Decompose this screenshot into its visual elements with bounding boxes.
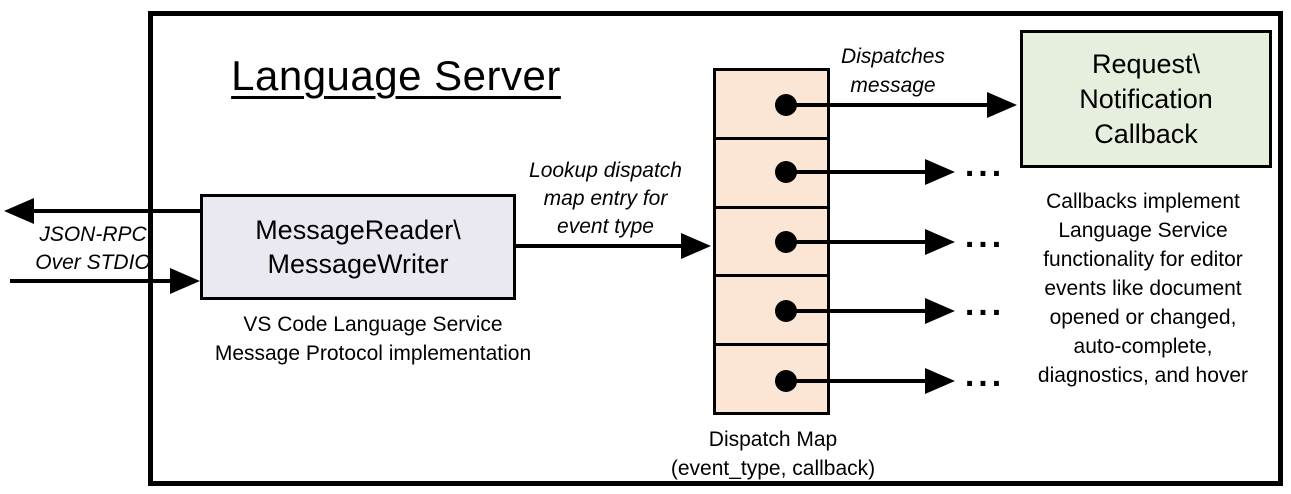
callback-box-line1: Request\ <box>1091 48 1201 79</box>
stdio-label-line1: JSON-RPC <box>39 223 147 246</box>
ellipsis-row3: ... <box>964 217 1006 255</box>
message-caption-line2: Message Protocol implementation <box>214 342 532 365</box>
diagram-title: Language Server <box>231 52 561 99</box>
callbacks-note-line1: Callbacks implement <box>1046 190 1240 213</box>
ellipsis-row2: ... <box>964 146 1006 184</box>
dispatch-map-caption-line1: Dispatch Map <box>708 428 838 451</box>
dispatches-label-line2: message <box>850 74 936 97</box>
callbacks-note: Callbacks implement Language Service fun… <box>1013 187 1273 390</box>
lookup-label-line3: event type <box>557 215 654 238</box>
language-server-boundary-box <box>148 11 1283 486</box>
dispatch-map-caption: Dispatch Map (event_type, callback) <box>628 425 918 483</box>
dispatch-map-cell <box>713 136 830 209</box>
message-caption-line1: VS Code Language Service <box>243 313 503 336</box>
dispatch-map-cell <box>713 343 830 415</box>
callbacks-note-line2: Language Service <box>1058 219 1228 242</box>
stdio-label-line2: Over STDIO <box>35 251 151 274</box>
message-reader-writer-box: MessageReader\ MessageWriter <box>200 194 516 300</box>
callbacks-note-line6: auto-complete, <box>1073 335 1213 358</box>
callback-box-line2: Notification <box>1079 83 1213 114</box>
stdio-label: JSON-RPC Over STDIO <box>18 221 168 277</box>
dispatches-label-line1: Dispatches <box>841 45 945 68</box>
ellipsis-row5: ... <box>964 356 1006 394</box>
dispatch-map-cell <box>713 274 830 347</box>
message-box-line1: MessageReader\ <box>255 215 461 245</box>
dispatch-map-table <box>713 68 830 415</box>
dispatches-message-label: Dispatches message <box>818 42 968 100</box>
callback-box-line3: Callback <box>1094 118 1198 149</box>
lookup-label-line2: map entry for <box>543 187 668 210</box>
message-box-line2: MessageWriter <box>267 249 449 279</box>
callbacks-note-line7: diagnostics, and hover <box>1037 364 1249 387</box>
lookup-dispatch-label: Lookup dispatch map entry for event type <box>518 157 693 241</box>
callbacks-note-line3: functionality for editor <box>1043 248 1243 271</box>
dispatch-map-cell <box>713 205 830 278</box>
callbacks-note-line5: opened or changed, <box>1049 306 1237 329</box>
request-notification-callback-box: Request\ Notification Callback <box>1020 30 1272 168</box>
message-box-caption: VS Code Language Service Message Protoco… <box>203 310 543 368</box>
dispatch-map-caption-line2: (event_type, callback) <box>670 457 876 480</box>
callbacks-note-line4: events like document <box>1044 277 1242 300</box>
lookup-label-line1: Lookup dispatch <box>529 159 682 182</box>
ellipsis-row4: ... <box>964 285 1006 323</box>
dispatch-map-cell <box>713 68 830 140</box>
